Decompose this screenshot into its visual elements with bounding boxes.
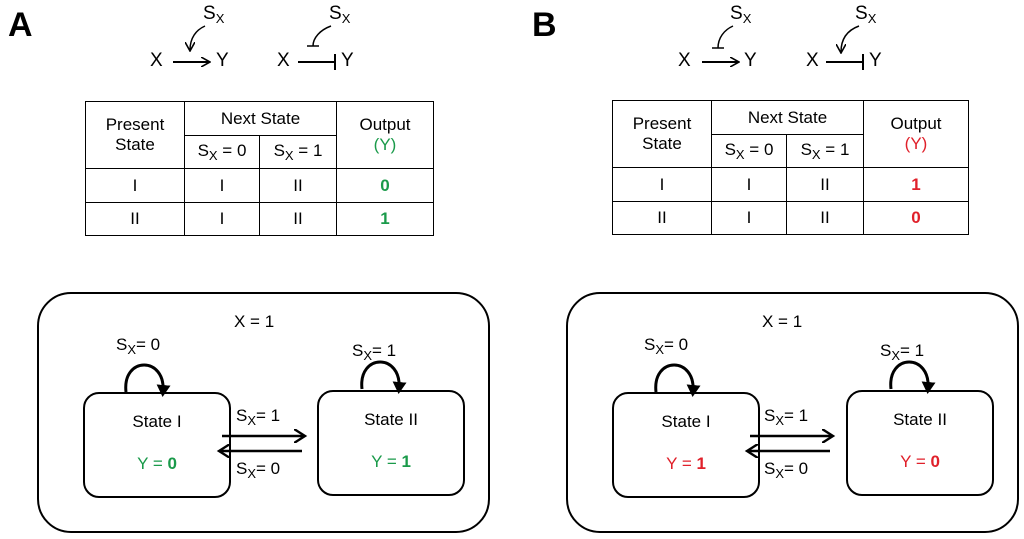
loop-label-state-2: SX= 1 [352, 341, 397, 363]
panel-b-graphics [654, 25, 936, 539]
header-output: Output(Y) [336, 101, 434, 169]
cell-present: II [612, 201, 712, 235]
signal-label-activation: SX [730, 3, 752, 26]
y-label: Y [869, 50, 882, 71]
transition-label-forward: SX= 1 [764, 406, 809, 428]
panel-a-graphics [124, 25, 407, 539]
header-sx-0: SX = 0 [711, 134, 787, 168]
header-next-state: Next State [711, 100, 864, 135]
loop-label-state-1: SX= 0 [116, 335, 161, 357]
header-next-state: Next State [184, 101, 337, 136]
signal-curve-arrow [190, 25, 206, 50]
y-label: Y [341, 50, 354, 71]
cell-present: II [85, 202, 185, 236]
state-output: Y = 0 [137, 454, 177, 473]
header-output: Output(Y) [863, 100, 969, 168]
cell-next-1: II [259, 168, 337, 203]
state-name: State I [661, 412, 711, 431]
x-label: X [277, 50, 290, 71]
loop-label-state-2: SX= 1 [880, 341, 925, 363]
x-label: X [150, 50, 163, 71]
table-row: II I II 0 [612, 201, 969, 235]
signal-label-repression: SX [329, 3, 351, 26]
cell-present: I [612, 167, 712, 202]
state-output: Y = 1 [666, 454, 706, 473]
cell-present: I [85, 168, 185, 203]
self-loop-state-2 [360, 360, 407, 394]
cell-output: 0 [336, 168, 434, 203]
transition-label-back: SX= 0 [236, 459, 281, 481]
fsm-title: X = 1 [762, 312, 803, 331]
header-sx-1: SX = 1 [259, 135, 337, 169]
table-row: II I II 1 [85, 202, 434, 236]
signal-label-repression: SX [855, 3, 877, 26]
signal-curve-inhibit [312, 25, 332, 47]
panel-a: A SX X Y SX X Y [8, 3, 490, 539]
transition-label-forward: SX= 1 [236, 406, 281, 428]
cell-next-0: I [711, 201, 787, 235]
table-row: I I II 0 [85, 168, 434, 203]
state-output: Y = 0 [900, 452, 940, 471]
panel-letter: B [532, 6, 557, 44]
loop-label-state-1: SX= 0 [644, 335, 689, 357]
state-name: State I [132, 412, 182, 431]
header-sx-0: SX = 0 [184, 135, 260, 169]
y-label: Y [216, 50, 229, 71]
table-row: I I II 1 [612, 167, 969, 202]
signal-curve-arrow [841, 25, 860, 52]
fsm-title: X = 1 [234, 312, 275, 331]
state-output: Y = 1 [371, 452, 411, 471]
cell-output: 1 [336, 202, 434, 236]
signal-label-activation: SX [203, 3, 225, 26]
x-label: X [678, 50, 691, 71]
fsm-container [37, 292, 490, 533]
self-loop-state-1 [124, 363, 171, 397]
state-node: State II Y = 0 [846, 390, 994, 496]
cell-output: 1 [863, 167, 969, 202]
signal-curve-inhibit [717, 25, 734, 49]
cell-next-1: II [786, 167, 864, 202]
transition-label-back: SX= 0 [764, 459, 809, 481]
x-label: X [806, 50, 819, 71]
panel-b: B SX X Y SX X Y [530, 0, 1024, 539]
header-sx-1: SX = 1 [786, 134, 864, 168]
cell-next-1: II [259, 202, 337, 236]
state-name: State II [893, 410, 947, 429]
cell-next-1: II [786, 201, 864, 235]
state-name: State II [364, 410, 418, 429]
cell-next-0: I [184, 168, 260, 203]
cell-next-0: I [711, 167, 787, 202]
cell-output: 0 [863, 201, 969, 235]
state-node: State II Y = 1 [317, 390, 465, 496]
cell-next-0: I [184, 202, 260, 236]
state-node: State I Y = 1 [612, 392, 760, 498]
state-node: State I Y = 0 [83, 392, 231, 498]
panel-letter: A [8, 6, 33, 44]
y-label: Y [744, 50, 757, 71]
self-loop-state-2 [889, 360, 936, 394]
fsm-container [566, 292, 1019, 533]
self-loop-state-1 [654, 363, 701, 397]
